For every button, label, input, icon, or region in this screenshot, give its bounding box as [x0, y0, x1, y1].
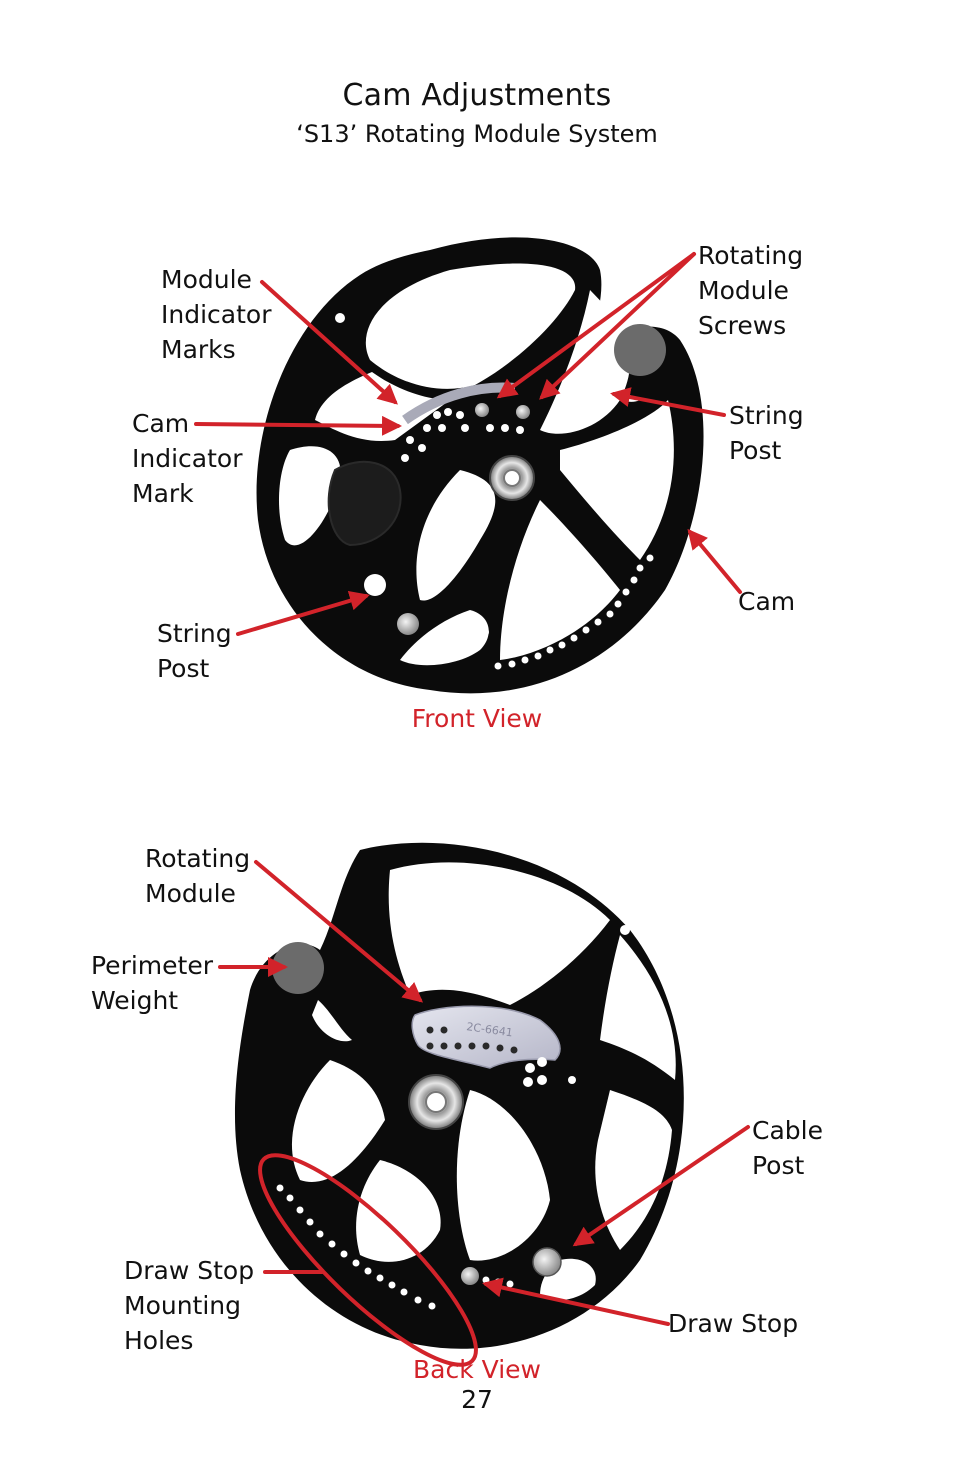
back-view-cam: 2C-6641 — [234, 842, 684, 1349]
front-window-bottom — [400, 610, 489, 666]
module-part-number: 2C-6641 — [466, 1020, 514, 1039]
label-module-indicator-marks: Module Indicator Marks — [161, 265, 272, 364]
label-rotating-module-screws: Rotating Module Screws — [698, 241, 804, 340]
label-draw-stop-mounting-holes: Draw Stop Mounting Holes — [124, 1256, 255, 1355]
back-window-center — [456, 1090, 550, 1261]
front-window-left — [278, 446, 341, 546]
arrow-module-screw-2 — [539, 252, 696, 400]
label-cable-post: Cable Post — [752, 1116, 823, 1180]
back-window-lower-left — [356, 1160, 441, 1262]
front-window-top — [365, 263, 576, 389]
front-holes — [335, 313, 654, 670]
label-draw-stop: Draw Stop — [668, 1309, 799, 1338]
arrow-cam-indicator-mark — [194, 415, 402, 436]
page-number: 27 — [461, 1385, 493, 1414]
arrow-module-indicator-marks — [260, 280, 398, 405]
back-module-holes — [426, 1026, 518, 1054]
arrow-cable-post — [572, 1125, 750, 1247]
front-string-post-left-hole — [364, 574, 386, 596]
front-window-lower-right — [500, 500, 620, 660]
arrow-rotating-module — [254, 860, 424, 1003]
label-rotating-module: Rotating Module — [145, 844, 251, 908]
draw-stop-holes-ellipse — [258, 1153, 478, 1367]
back-window-upper-right — [600, 935, 676, 1080]
front-window-upper-right — [540, 290, 630, 434]
front-string-post-notch — [600, 365, 640, 402]
front-view-caption: Front View — [411, 704, 543, 733]
back-window-right — [595, 1090, 672, 1250]
back-cable-post — [532, 1247, 562, 1277]
back-holes — [276, 925, 630, 1310]
back-rotating-module — [411, 1005, 561, 1069]
label-perimeter-weight: Perimeter Weight — [91, 951, 213, 1015]
front-module-screw — [516, 405, 530, 419]
back-draw-stop — [461, 1267, 479, 1285]
page-title: Cam Adjustments — [342, 78, 612, 113]
page-subtitle: ‘S13’ Rotating Module System — [296, 120, 658, 148]
back-window-top — [388, 862, 610, 1005]
arrow-cam — [687, 528, 742, 594]
label-string-post-right: String Post — [729, 401, 804, 465]
front-draw-stop-screw — [397, 613, 419, 635]
label-cam-indicator-mark: Cam Indicator Mark — [132, 409, 243, 508]
label-string-post-left: String Post — [157, 619, 232, 683]
arrow-string-post-left — [236, 590, 370, 636]
front-inner-pocket — [327, 460, 402, 547]
arrow-module-screw-1 — [496, 252, 696, 399]
label-cam: Cam — [738, 587, 796, 616]
front-window-right — [560, 400, 674, 560]
front-perimeter-weight — [614, 324, 666, 376]
back-perimeter-weight — [272, 942, 324, 994]
front-window-lower-center — [416, 470, 496, 601]
front-module-screw — [475, 403, 489, 417]
callout-arrows — [194, 252, 750, 1367]
arrow-draw-stop — [482, 1277, 670, 1326]
back-window-left — [291, 1060, 385, 1182]
arrow-string-post-right — [610, 387, 726, 417]
back-view-caption: Back View — [413, 1355, 541, 1384]
